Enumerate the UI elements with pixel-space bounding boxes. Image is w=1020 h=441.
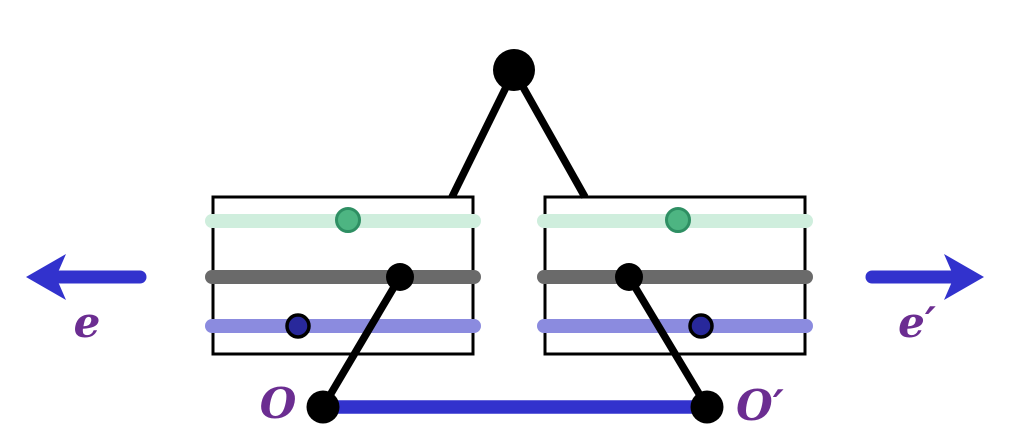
right-teal-point — [665, 207, 691, 233]
right-navy-point — [688, 313, 714, 339]
origin-right-label: O′ — [736, 381, 784, 430]
apex-left-edge — [448, 69, 518, 199]
origin-left-label: O — [260, 379, 297, 428]
right-black-point — [615, 263, 643, 291]
left-projection-edge — [319, 275, 404, 409]
apex-right-edge — [510, 69, 589, 199]
apex-vertex-dot — [493, 49, 535, 91]
left-arrow — [26, 254, 147, 300]
left-arrow-label: e — [74, 298, 101, 347]
origin-left-dot — [306, 390, 340, 424]
right-arrow — [865, 254, 984, 300]
left-teal-point — [335, 207, 361, 233]
left-black-point — [386, 263, 414, 291]
left-arrow-head-icon — [26, 254, 66, 300]
left-navy-point — [285, 313, 311, 339]
origin-right-dot — [690, 390, 724, 424]
right-arrow-label: e′ — [898, 298, 936, 347]
right-arrow-head-icon — [944, 254, 984, 300]
right-projection-edge — [625, 275, 711, 409]
